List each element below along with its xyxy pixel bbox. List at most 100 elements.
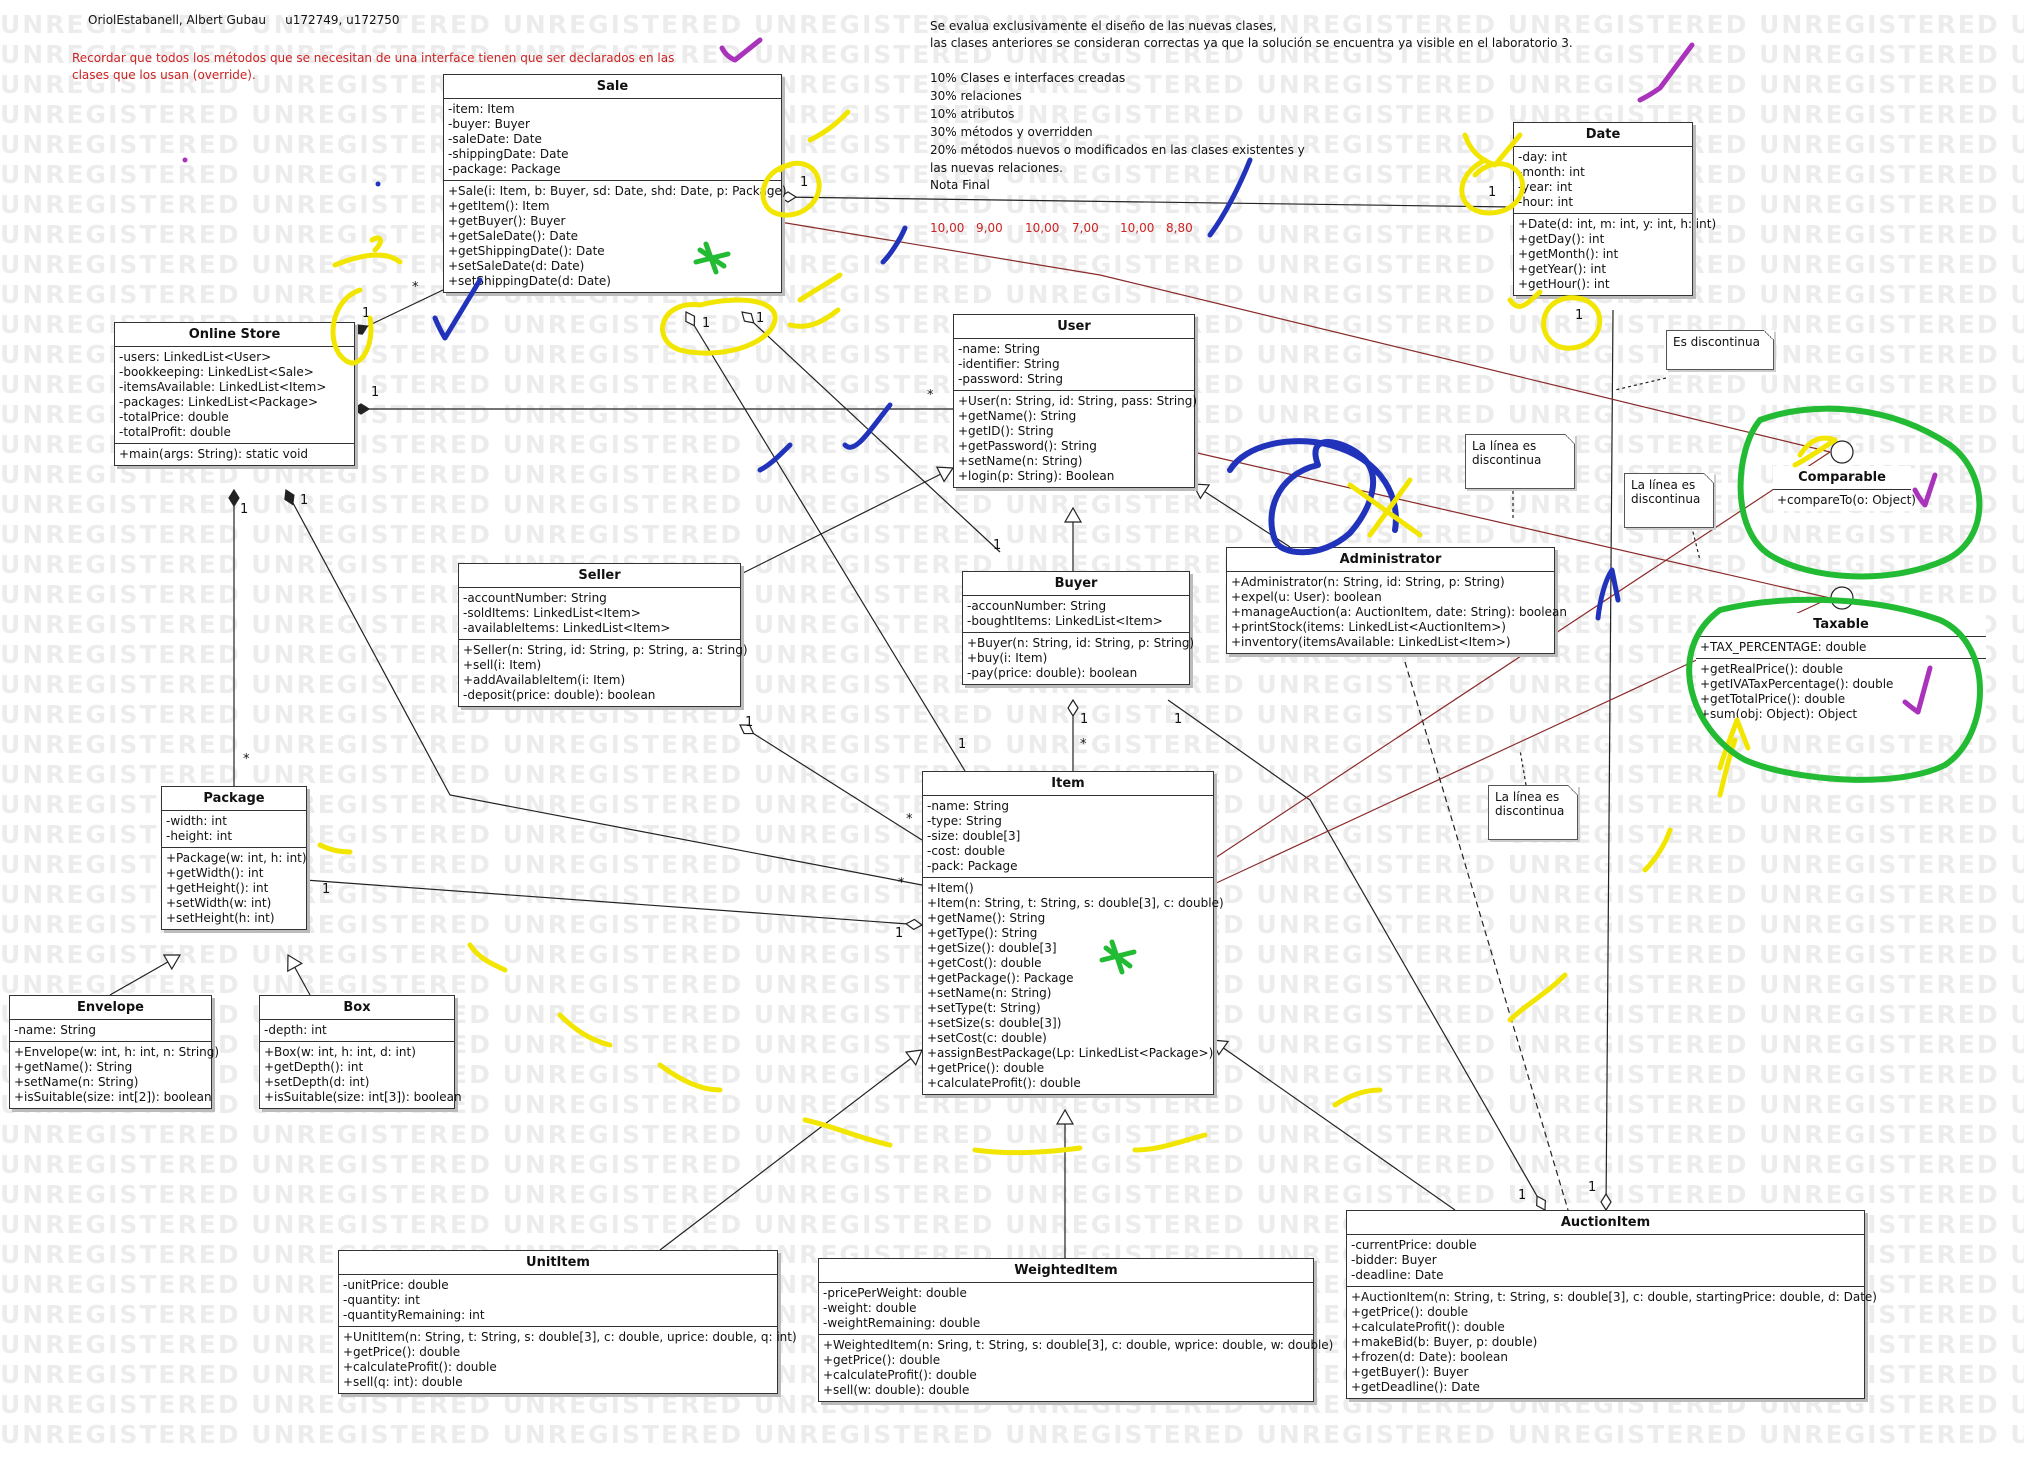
class-user[interactable]: User-name: String-identifier: String-pas… — [953, 314, 1197, 488]
class-title: Sale — [444, 75, 781, 99]
class-weighted-item[interactable]: WeightedItem-pricePerWeight: double-weig… — [818, 1258, 1334, 1402]
attribute-row: -identifier: String — [958, 357, 1060, 371]
operation-row: +getID(): String — [958, 424, 1054, 438]
class-auction-item[interactable]: AuctionItem-currentPrice: double-bidder:… — [1346, 1210, 1877, 1399]
operation-row: +Buyer(n: String, id: String, p: String) — [967, 636, 1195, 650]
note-es-discontinua: Es discontinua — [1666, 330, 1774, 370]
operation-row: +main(args: String): static void — [119, 447, 309, 461]
operation-row: +getPrice(): double — [927, 1061, 1045, 1075]
attribute-row: -pack: Package — [927, 859, 1018, 873]
operation-row: +getYear(): int — [1518, 262, 1607, 276]
operation-row: +getName(): String — [14, 1060, 133, 1074]
class-package[interactable]: Package-width: int-height: int+Package(w… — [161, 786, 307, 930]
operation-row: +sell(i: Item) — [463, 658, 542, 672]
mult-date-sale-one: 1 — [1488, 185, 1497, 200]
aggregation-diamond — [1067, 698, 1079, 718]
class-title: Buyer — [963, 572, 1189, 596]
attributes-section: -name: String-identifier: String-passwor… — [954, 339, 1194, 390]
attribute-row: -name: String — [14, 1023, 97, 1037]
operation-row: +inventory(itemsAvailable: LinkedList<It… — [1231, 635, 1511, 649]
attribute-row: -saleDate: Date — [448, 132, 542, 146]
operation-row: +getHour(): int — [1518, 277, 1610, 291]
attributes-section: -accountNumber: String-soldItems: Linked… — [459, 588, 740, 639]
attribute-row: -soldItems: LinkedList<Item> — [463, 606, 641, 620]
mult-seller-item-one: 1 — [745, 715, 754, 730]
mult-store-user-one: 1 — [371, 385, 380, 400]
operation-row: +makeBid(b: Buyer, p: double) — [1351, 1335, 1538, 1349]
class-item[interactable]: Item-name: String-type: String-size: dou… — [922, 771, 1224, 1095]
operation-row: +calculateProfit(): double — [823, 1368, 977, 1382]
attribute-row: -totalPrice: double — [119, 410, 229, 424]
attribute-row: -accountNumber: String — [463, 591, 607, 605]
class-title: User — [954, 315, 1194, 339]
note-anchor — [1614, 377, 1667, 391]
class-buyer[interactable]: Buyer-accounNumber: String-boughtItems: … — [962, 571, 1195, 685]
attribute-row: -size: double[3] — [927, 829, 1021, 843]
evaluation-line-4: 30% relaciones — [930, 89, 1022, 103]
class-box[interactable]: Box-depth: int+Box(w: int, h: int, d: in… — [259, 995, 462, 1109]
operations-section: +getRealPrice(): double+getIVATaxPercent… — [1696, 658, 1986, 725]
attribute-row: -day: int — [1518, 150, 1568, 164]
relation-line — [304, 879, 923, 926]
class-seller[interactable]: Seller-accountNumber: String-soldItems: … — [458, 563, 748, 707]
class-sale[interactable]: Sale-item: Item-buyer: Buyer-saleDate: D… — [443, 74, 787, 293]
interface-taxable[interactable]: Taxable+TAX_PERCENTAGE: double+getRealPr… — [1696, 613, 1986, 725]
class-title: Taxable — [1696, 613, 1986, 637]
class-administrator[interactable]: Administrator+Administrator(n: String, i… — [1226, 547, 1567, 654]
attribute-row: -weight: double — [823, 1301, 917, 1315]
attributes-section: -name: String-type: String-size: double[… — [923, 796, 1213, 877]
operation-row: +Sale(i: Item, b: Buyer, sd: Date, shd: … — [448, 184, 787, 198]
inheritance-arrow — [904, 1049, 923, 1067]
attribute-row: -availableItems: LinkedList<Item> — [463, 621, 671, 635]
relation-line — [685, 311, 966, 772]
class-online-store[interactable]: Online Store-users: LinkedList<User>-boo… — [114, 322, 355, 466]
operation-row: +getItem(): Item — [448, 199, 550, 213]
attribute-row: -width: int — [166, 814, 227, 828]
operations-section: +main(args: String): static void — [115, 443, 354, 465]
operation-row: +getBuyer(): Buyer — [448, 214, 566, 228]
attribute-row: -bidder: Buyer — [1351, 1253, 1437, 1267]
operation-row: +setCost(c: double) — [927, 1031, 1047, 1045]
operation-row: +printStock(items: LinkedList<AuctionIte… — [1231, 620, 1506, 634]
operation-row: +getIVATaxPercentage(): double — [1700, 677, 1894, 691]
relation-line — [738, 467, 954, 576]
class-envelope[interactable]: Envelope-name: String+Envelope(w: int, h… — [9, 995, 219, 1109]
class-date[interactable]: Date-day: int-month: int-year: int-hour:… — [1513, 122, 1716, 296]
inheritance-arrow — [935, 466, 955, 483]
class-title: WeightedItem — [819, 1259, 1313, 1283]
operation-row: +sell(w: double): double — [823, 1383, 970, 1397]
mult-sale-buyer-one: 1 — [756, 311, 765, 326]
class-title: Envelope — [10, 996, 211, 1020]
operation-row: +setHeight(h: int) — [166, 911, 275, 925]
mult-package-item-one: 1 — [322, 882, 331, 897]
operations-section: +Sale(i: Item, b: Buyer, sd: Date, shd: … — [444, 180, 787, 292]
operations-section: +compareTo(o: Object) — [1773, 490, 1916, 511]
attribute-row: -deadline: Date — [1351, 1268, 1444, 1282]
relation-line — [779, 196, 1514, 208]
operation-row: +getName(): String — [927, 911, 1046, 925]
authors-text: OriolEstabanell, Albert Gubau u172749, u… — [88, 13, 400, 27]
relation-line — [1167, 699, 1546, 1211]
class-unit-item[interactable]: UnitItem-unitPrice: double-quantity: int… — [338, 1250, 797, 1394]
class-title: UnitItem — [339, 1251, 777, 1275]
evaluation-line-5: 10% atributos — [930, 107, 1015, 121]
class-title: Administrator — [1227, 548, 1554, 572]
operation-row: +WeightedItem(n: Sring, t: String, s: do… — [823, 1338, 1334, 1352]
evaluation-line-1: las clases anteriores se consideran corr… — [930, 36, 1573, 50]
attributes-section: -pricePerWeight: double-weight: double-w… — [819, 1283, 1313, 1334]
attribute-row: -depth: int — [264, 1023, 327, 1037]
attribute-row: -quantityRemaining: int — [343, 1308, 485, 1322]
operations-section: +UnitItem(n: String, t: String, s: doubl… — [339, 1326, 797, 1393]
aggregation-diamond — [1600, 1192, 1612, 1212]
attribute-row: -hour: int — [1518, 195, 1574, 209]
operations-section: +Seller(n: String, id: String, p: String… — [459, 639, 748, 706]
attribute-row: -users: LinkedList<User> — [119, 350, 272, 364]
attribute-row: -totalProfit: double — [119, 425, 231, 439]
mult-buyer-sale-one: 1 — [993, 538, 1002, 553]
operations-section: +Box(w: int, h: int, d: int)+getDepth():… — [260, 1041, 462, 1108]
operation-row: +login(p: String): Boolean — [958, 469, 1115, 483]
composition-diamond — [284, 488, 295, 506]
interface-comparable[interactable]: Comparable+compareTo(o: Object) — [1773, 466, 1916, 511]
mult-auction-date-one: 1 — [1588, 1180, 1597, 1195]
